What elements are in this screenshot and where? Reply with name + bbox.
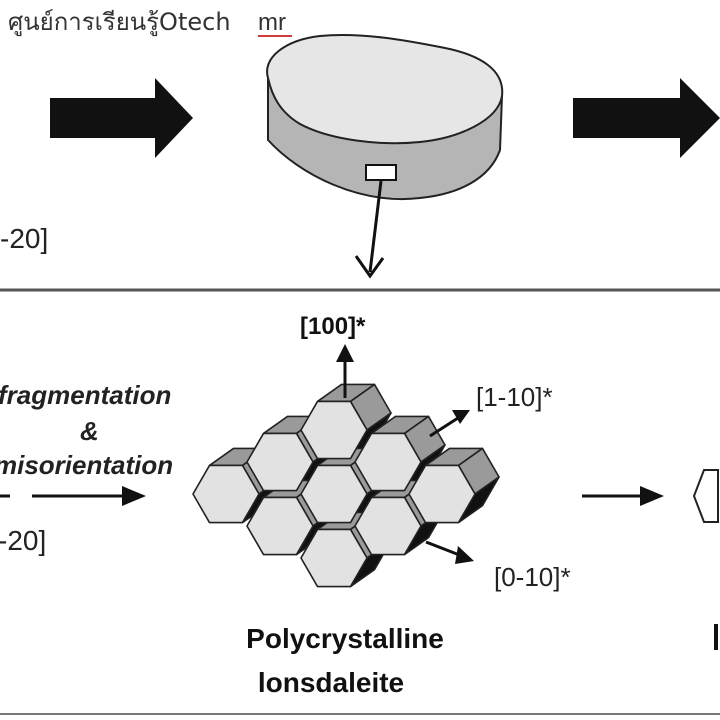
process-arrow-head (122, 486, 146, 506)
dir-1-10-arrow-head (452, 410, 470, 424)
hexagon-cell (246, 496, 314, 556)
dir-0-10-arrow-line (425, 540, 463, 558)
hexagon-cell (354, 496, 422, 556)
hexagon-cell (300, 528, 368, 588)
dir-1-10-label: [1-10]* (476, 382, 553, 412)
partial-hexagon-right (692, 469, 719, 523)
cutoff-caption-right (714, 624, 718, 650)
top-left-block-arrow (50, 78, 193, 158)
bottom-left-direction-label: -20] (0, 525, 46, 556)
crystal-disc (266, 33, 504, 200)
caption-line2: lonsdaleite (258, 667, 404, 698)
dir-1-10-arrow-line (429, 416, 459, 438)
process-label-line1: fragmentation (0, 380, 171, 410)
hexagon-cell (300, 400, 368, 460)
hexagon-cluster (192, 383, 500, 588)
process-label-line3: misorientation (0, 450, 173, 480)
selection-box (365, 164, 397, 181)
watermark-suffix: mr (258, 9, 286, 36)
dir-0-10-arrow-head (455, 546, 474, 564)
hexagon-cell (354, 432, 422, 492)
watermark-text: ศูนย์การเรียนรู้Otech (8, 8, 231, 37)
right-process-arrow-head (640, 486, 664, 506)
process-label-line2: & (80, 416, 99, 446)
dir-100-arrow-head (336, 344, 354, 362)
hexagon-cell (192, 464, 260, 524)
top-left-direction-label: -20] (0, 223, 48, 254)
caption-line1: Polycrystalline (246, 623, 444, 654)
dir-0-10-label: [0-10]* (494, 562, 571, 592)
hexagon-cell (246, 432, 314, 492)
dir-100-label: [100]* (300, 313, 366, 340)
zoom-arrow-head (354, 255, 385, 279)
zoom-arrow-line (368, 180, 383, 273)
hexagon-cell (408, 464, 476, 524)
hexagon-cell (300, 464, 368, 524)
top-right-block-arrow (573, 78, 720, 158)
